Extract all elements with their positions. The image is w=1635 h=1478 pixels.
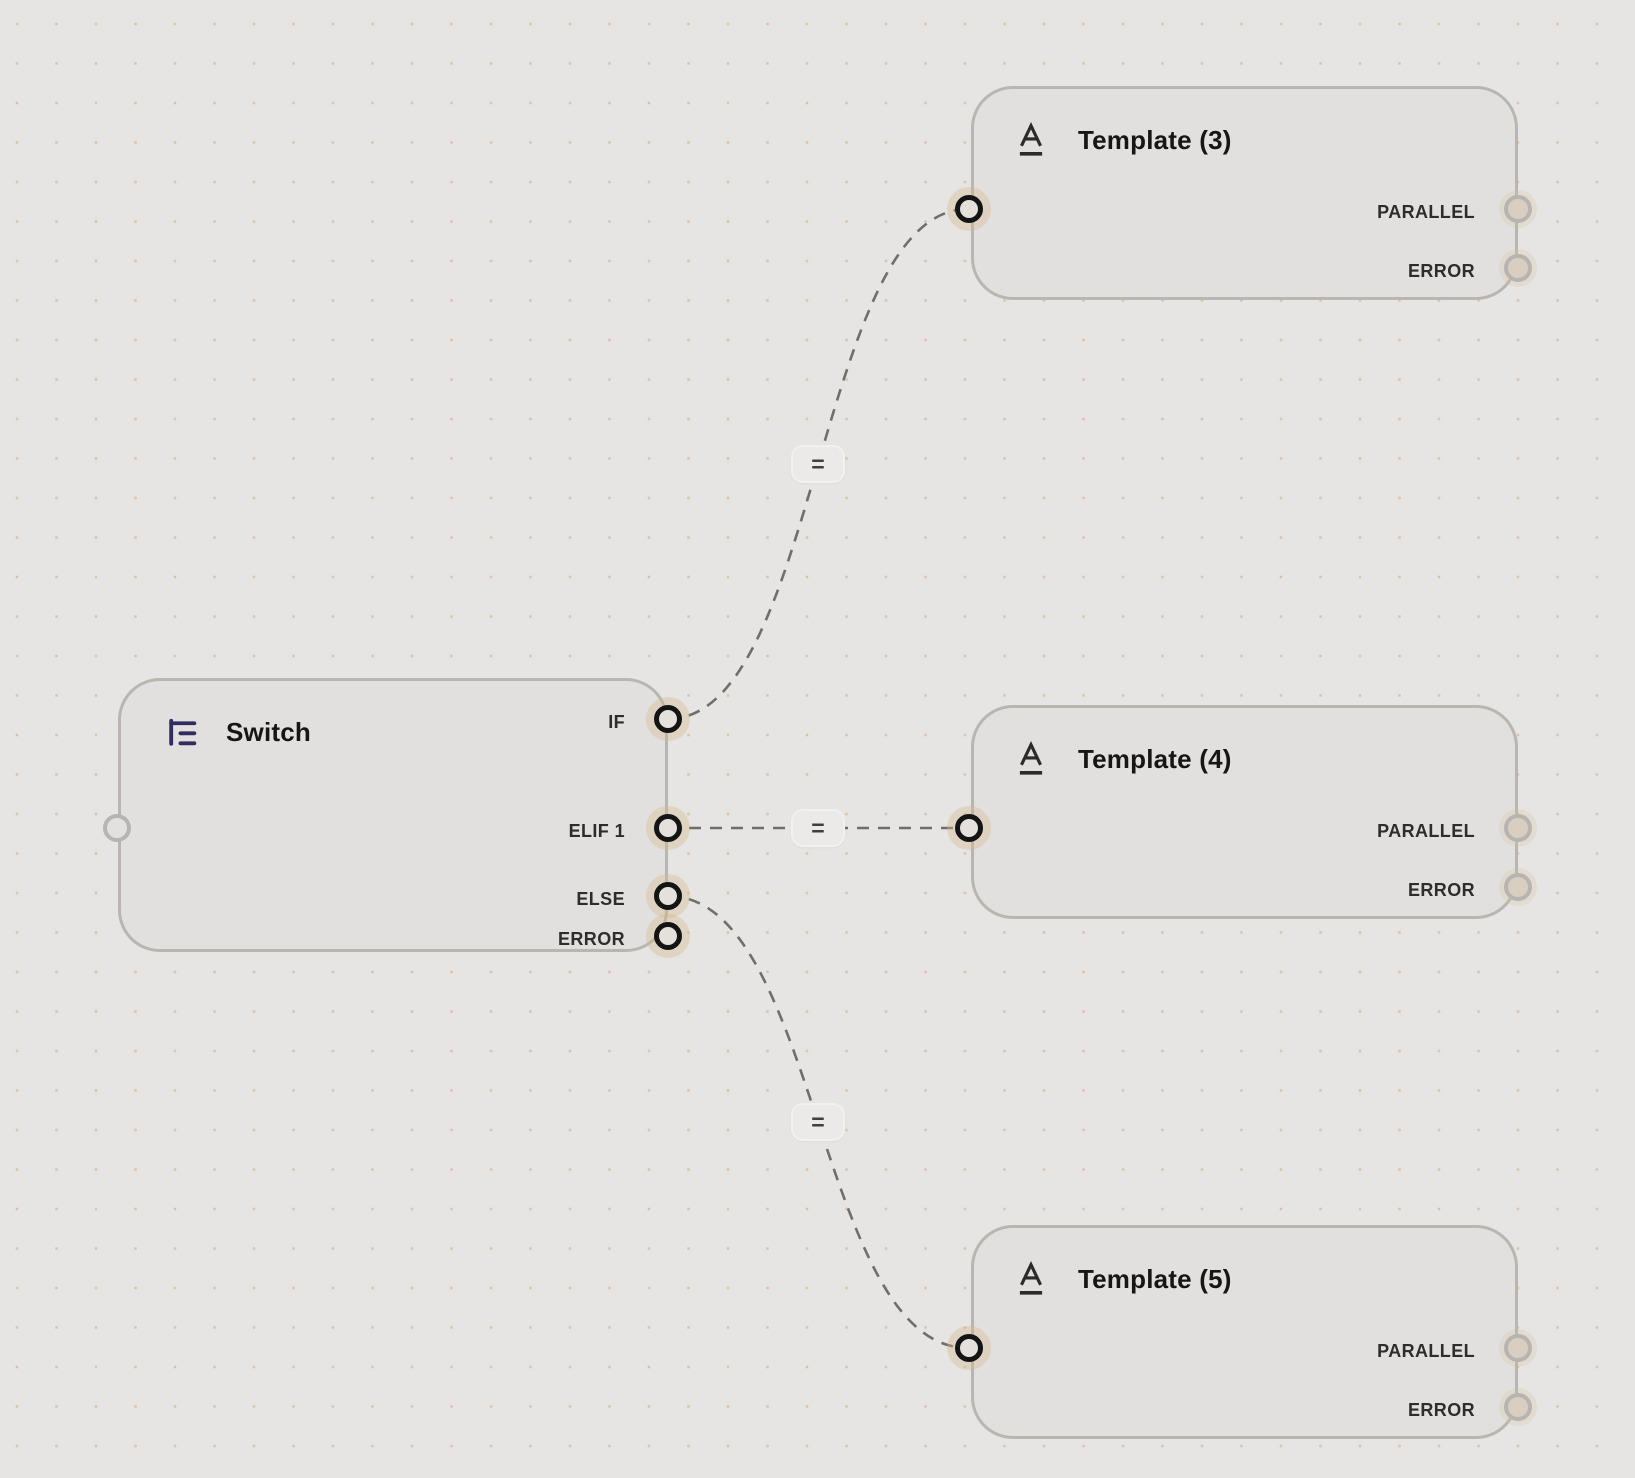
port-switch-elif1[interactable] [654,814,682,842]
port-label-parallel: PARALLEL [1377,821,1475,841]
node-template5[interactable]: Template (5) PARALLEL ERROR [971,1225,1518,1439]
edge-if-to-template3[interactable] [667,207,969,721]
edge-condition-label-else[interactable]: = [791,1103,845,1141]
node-title: Template (3) [1078,124,1232,155]
node-template3[interactable]: Template (3) PARALLEL ERROR [971,86,1518,300]
port-template5-error[interactable] [1504,1393,1532,1421]
port-label-error: ERROR [1407,261,1475,281]
port-label-parallel: PARALLEL [1377,1341,1475,1361]
edge-else-to-template5[interactable] [667,894,969,1350]
node-template3-header: Template (3) [974,118,1232,162]
port-switch-else[interactable] [654,882,682,910]
node-template4[interactable]: Template (4) PARALLEL ERROR [971,705,1518,919]
port-template4-error[interactable] [1504,873,1532,901]
template-text-icon [1014,1261,1048,1297]
node-template5-header: Template (5) [974,1257,1232,1301]
port-template5-input[interactable] [955,1334,983,1362]
node-title: Template (4) [1078,743,1232,774]
port-label-error: ERROR [1407,880,1475,900]
port-template4-parallel[interactable] [1504,814,1532,842]
node-title: Template (5) [1078,1263,1232,1294]
template-text-icon [1014,741,1048,777]
port-label-parallel: PARALLEL [1377,202,1475,222]
node-template4-header: Template (4) [974,737,1232,781]
port-template4-input[interactable] [955,814,983,842]
port-label-switch-error: ERROR [557,929,625,949]
edge-condition-label-if[interactable]: = [791,445,845,483]
port-label-else: ELSE [576,889,625,909]
switch-tree-icon [165,716,197,748]
template-text-icon [1014,122,1048,158]
port-label-error: ERROR [1407,1400,1475,1420]
equals-icon: = [811,450,825,477]
equals-icon: = [811,1108,825,1135]
port-label-if: IF [608,712,625,732]
port-label-elif1: ELIF 1 [568,821,625,841]
port-template3-error[interactable] [1504,254,1532,282]
node-switch[interactable]: Switch IF ELIF 1 ELSE ERROR [118,678,668,952]
node-switch-header: Switch [121,710,311,754]
port-switch-error[interactable] [654,922,682,950]
port-template3-parallel[interactable] [1504,195,1532,223]
equals-icon: = [811,814,825,841]
node-title: Switch [226,716,311,747]
port-switch-if[interactable] [654,705,682,733]
edge-condition-label-elif1[interactable]: = [791,809,845,847]
port-template3-input[interactable] [955,195,983,223]
port-template5-parallel[interactable] [1504,1334,1532,1362]
port-switch-input[interactable] [103,814,131,842]
